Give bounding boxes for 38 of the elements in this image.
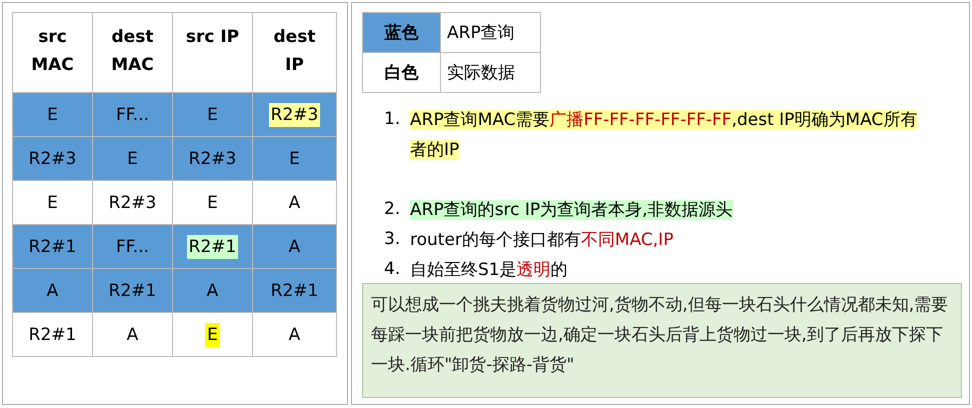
table-cell: R2#1 [12, 312, 92, 356]
note-text: router的每个接口都有不同MAC,IP [410, 229, 674, 252]
legend-swatch: 蓝色 [362, 12, 440, 52]
table-cell: A [252, 312, 336, 356]
list-number: 2. [384, 199, 400, 219]
list-number: 3. [384, 229, 400, 249]
table-cell: E [12, 92, 92, 136]
table-cell: R2#1 [92, 268, 172, 312]
table-cell: E [172, 180, 252, 224]
table-cell: R2#1 [252, 268, 336, 312]
note-text: 自始至终S1是透明的 [410, 259, 568, 282]
table-cell: E [252, 136, 336, 180]
table-cell: R2#3 [252, 92, 336, 136]
legend-swatch: 白色 [362, 52, 440, 92]
table-cell: E [12, 180, 92, 224]
legend-label: ARP查询 [440, 12, 540, 52]
note-text: ARP查询的src IP为查询者本身,非数据源头 [410, 199, 733, 222]
table-cell: R2#3 [12, 136, 92, 180]
note-paragraph: 可以想成一个挑夫挑着货物过河,货物不动,但每一块石头什么情况都未知,需要每踩一块前把货物放一边,确定一块石头后背上货物过一块,到了后再放下探下一块.循环"卸货-探路-背货" [362, 283, 962, 398]
table-cell: E [172, 312, 252, 356]
table-cell: E [172, 92, 252, 136]
table-cell: E [92, 136, 172, 180]
table-cell: A [12, 268, 92, 312]
list-number: 4. [384, 259, 400, 279]
table-cell: A [92, 312, 172, 356]
table-cell: R2#3 [172, 136, 252, 180]
table-cell: A [252, 180, 336, 224]
table-cell: A [252, 224, 336, 268]
header-cell: src MAC [12, 12, 92, 92]
table-cell: FF... [92, 224, 172, 268]
table-cell: R2#3 [92, 180, 172, 224]
table-cell: A [172, 268, 252, 312]
list-number: 1. [384, 109, 400, 129]
table-cell: R2#1 [172, 224, 252, 268]
table-cell: R2#1 [12, 224, 92, 268]
table-cell: FF... [92, 92, 172, 136]
legend-label: 实际数据 [440, 52, 540, 92]
note-text: ARP查询MAC需要广播FF-FF-FF-FF-FF-FF,dest IP明确为MAC所有者的IP [410, 109, 918, 162]
